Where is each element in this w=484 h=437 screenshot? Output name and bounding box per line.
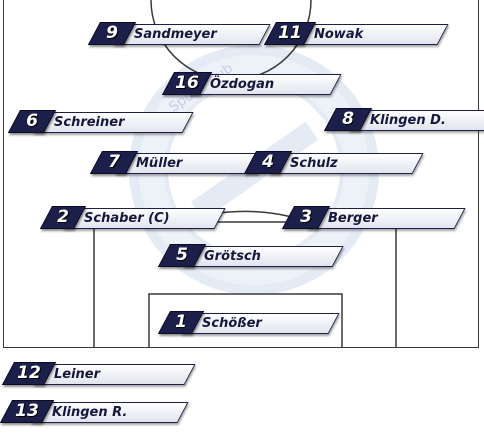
- shirt-number: 5: [176, 245, 188, 265]
- shirt-number: 7: [108, 152, 120, 172]
- shirt-number: 11: [278, 23, 302, 43]
- shirt-number-badge: 4: [243, 151, 293, 174]
- substitute-card: 12 Leiner: [1, 362, 198, 385]
- player-name: Özdogan: [210, 77, 275, 92]
- player-name: Grötsch: [204, 249, 261, 264]
- player-name: Schulz: [290, 156, 338, 171]
- player-name: Klingen R.: [52, 405, 128, 420]
- player-name: Schaber (C): [84, 211, 170, 226]
- player-card: 6 Schreiner: [7, 110, 196, 133]
- shirt-number: 16: [175, 73, 199, 93]
- shirt-number: 3: [300, 207, 312, 227]
- shirt-number: 4: [262, 152, 274, 172]
- player-name: Klingen D.: [370, 113, 446, 128]
- player-name: Schreiner: [54, 115, 125, 130]
- shirt-number: 13: [15, 401, 39, 421]
- shirt-number-badge: 7: [89, 151, 139, 174]
- player-card: 4 Schulz: [243, 151, 426, 174]
- shirt-number: 8: [342, 109, 354, 129]
- player-card: 3 Berger: [281, 206, 468, 229]
- player-name: Berger: [328, 211, 378, 226]
- player-name: Sandmeyer: [134, 27, 217, 42]
- player-card: 7 Müller: [89, 151, 271, 174]
- shirt-number-badge: 8: [323, 108, 373, 131]
- shirt-number: 12: [17, 363, 41, 383]
- football-pitch: Sport-Club: [3, 0, 479, 348]
- player-card: 5 Grötsch: [157, 244, 346, 267]
- player-name: Leiner: [54, 367, 101, 382]
- player-card: 11 Nowak: [263, 22, 451, 45]
- shirt-number-badge: 3: [281, 206, 331, 229]
- player-card: 8 Klingen D.: [323, 108, 484, 131]
- pitch-markings: [93, 0, 397, 348]
- shirt-number-badge: 16: [161, 72, 213, 95]
- shirt-number-badge: 9: [87, 22, 137, 45]
- player-card: 2 Schaber (C): [39, 206, 228, 229]
- shirt-number: 9: [106, 23, 118, 43]
- shirt-number-badge: 5: [157, 244, 207, 267]
- shirt-number-badge: 13: [0, 400, 55, 423]
- player-name: Müller: [136, 156, 183, 171]
- shirt-number-badge: 11: [263, 22, 317, 45]
- goal-area: [148, 293, 343, 348]
- player-card: 16 Özdogan: [161, 72, 344, 95]
- player-card: 1 Schößer: [157, 311, 342, 334]
- player-name: Schößer: [202, 316, 262, 331]
- shirt-number-badge: 12: [1, 362, 57, 385]
- player-name: Nowak: [314, 27, 364, 42]
- shirt-number-badge: 6: [7, 110, 57, 133]
- shirt-number: 1: [175, 312, 187, 332]
- player-card: 9 Sandmeyer: [87, 22, 273, 45]
- shirt-number: 6: [26, 111, 38, 131]
- substitute-card: 13 Klingen R.: [0, 400, 191, 423]
- shirt-number: 2: [57, 207, 69, 227]
- penalty-area: [93, 221, 397, 348]
